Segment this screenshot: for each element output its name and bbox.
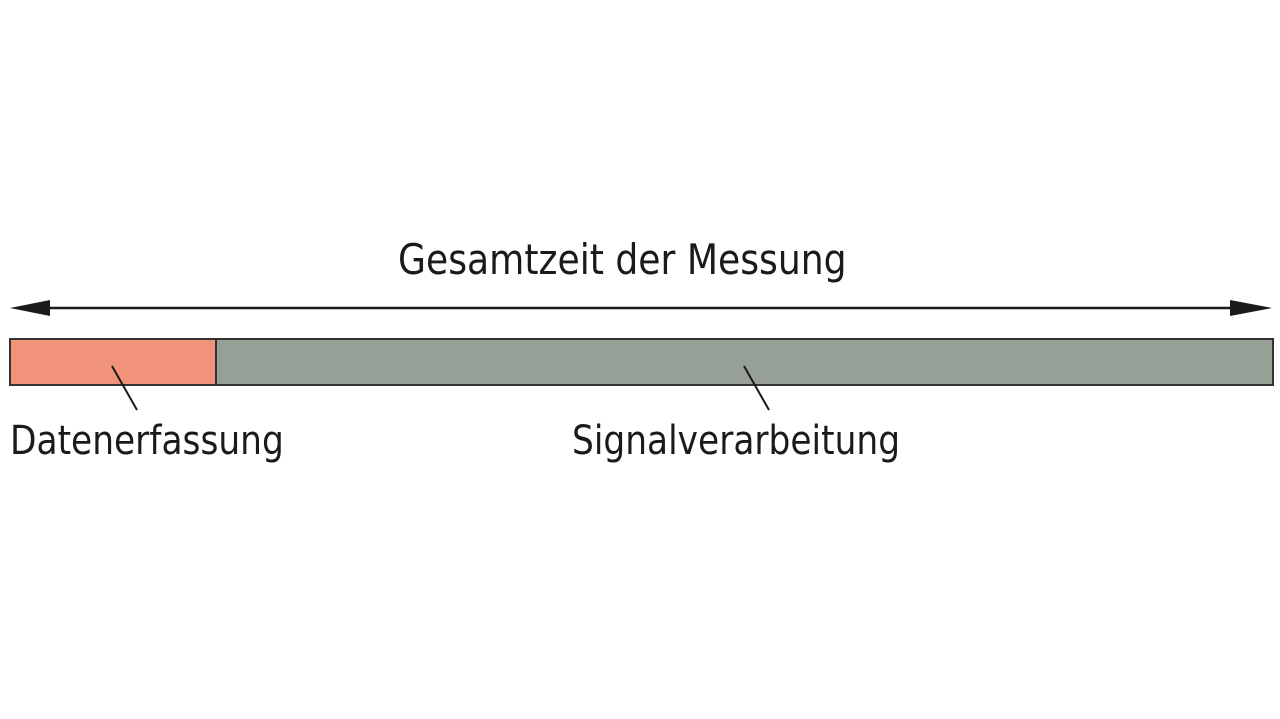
data-acquisition-leader	[111, 365, 138, 411]
data-acquisition-label: Datenerfassung	[10, 418, 284, 464]
arrowhead-left	[10, 300, 50, 316]
signal-processing-leader	[743, 365, 770, 411]
data-acquisition-segment	[9, 338, 217, 386]
arrowhead-right	[1230, 300, 1272, 316]
signal-processing-segment	[215, 338, 1274, 386]
diagram-title: Gesamtzeit der Messung	[398, 235, 847, 284]
signal-processing-label: Signalverarbeitung	[572, 418, 901, 464]
